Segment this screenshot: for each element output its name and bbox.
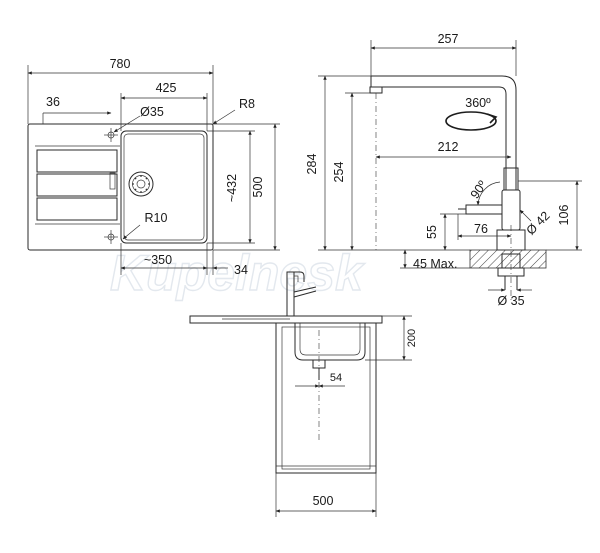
dim-height-spout: 254 [332,162,346,183]
tap-side-view: 360º 257 212 284 254 90º [305,32,582,308]
tap-hole-marker-bottom [104,230,118,244]
overflow-slot [109,172,116,190]
dim-height-total: 284 [305,154,319,175]
tap-spout-arm [371,75,517,190]
tap-lever [465,204,502,215]
dim-bowl-radius: R10 [145,211,168,225]
dim-outer-radius: R8 [239,97,255,111]
label-lever-angle: 90º [468,178,490,202]
dim-bowl-depth-span: ~432 [225,174,239,202]
drainer-groove-1 [36,149,118,173]
rotation-icon [445,111,498,131]
dim-bowl-edge-offset: 34 [234,263,248,277]
dim-body-diameter: Ø 42 [524,209,553,238]
worktop-section [469,249,547,269]
dim-hole-diameter: Ø 35 [497,294,524,308]
sink-outline [27,123,214,251]
dim-tap-hole: Ø35 [140,105,164,119]
dim-bowl-length: ~350 [144,253,172,267]
tap-aerator [369,86,383,94]
watermark: Kupelnesk [110,245,365,301]
bowl-outline [120,130,208,244]
dim-spout-distance: 212 [438,140,459,154]
dim-spout-reach: 257 [438,32,459,46]
sink-section-view: 200 54 500 [189,271,418,517]
dim-lever-reach: 76 [474,222,488,236]
tap-hole-marker-top [104,128,118,142]
dim-lever-height: 55 [425,225,439,239]
dim-drain-offset: 54 [330,372,342,384]
dim-bowl-depth: 200 [406,329,418,347]
drain-icon [128,171,154,197]
dim-bowl-width: 425 [156,81,177,95]
dim-worktop-max: 45 Max. [413,257,457,271]
dim-width: 780 [110,57,131,71]
dim-tap-offset: 36 [46,95,60,109]
bowl-section [294,323,366,361]
drainer-groove-3 [36,197,118,221]
dim-cabinet-width: 500 [313,494,334,508]
dim-depth: 500 [251,177,265,198]
worktop-profile [189,315,383,324]
drainer-groove-2 [36,173,118,197]
dim-base-height: 106 [557,205,571,226]
sink-top-view: 780 425 36 Ø35 R8 R10 ~432 500 ~350 [27,57,280,277]
tap-body [501,189,521,231]
label-rotation: 360º [465,96,491,110]
cabinet-outline [275,322,377,474]
